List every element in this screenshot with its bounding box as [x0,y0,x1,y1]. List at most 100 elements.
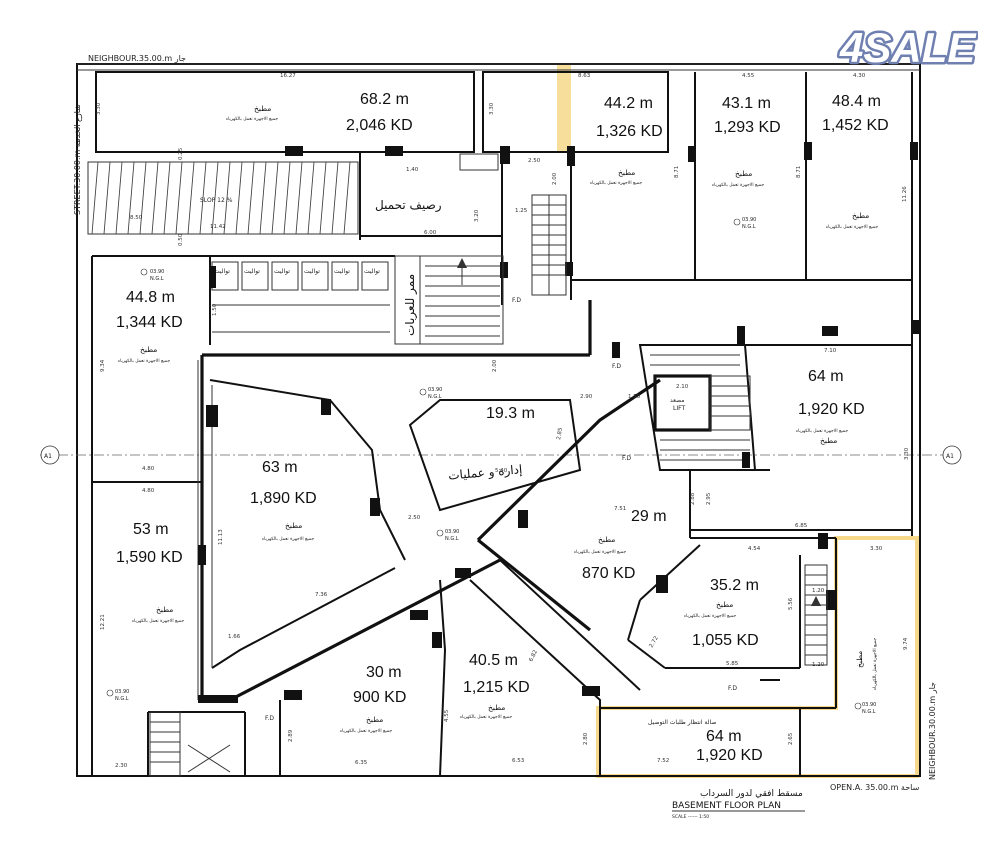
unit-8-price: 1,890 KD [250,490,317,507]
unit-9-note: جميع الاجهزة تعمل بالكهرباء [132,618,184,624]
ngl-1: N.G.L [150,276,164,282]
fd-4: F.D [265,715,274,722]
unit-3-kitchen: مطبخ [735,169,752,178]
site-border [76,63,921,777]
dim-871-b: 8.71 [796,166,802,178]
dim-974: 9.74 [903,637,909,650]
unit-14-area: 64 m [706,728,742,745]
unit-11-area: 35.2 m [710,577,759,594]
brand-logo-text: 4SALE [839,24,977,70]
unit-6-area: 64 m [808,368,844,385]
axis-label-right: A1 [946,453,954,460]
lift-label-ar: مصعد [670,397,684,404]
dim-1221: 12.21 [100,614,106,630]
unit-5-price: 1,344 KD [116,314,183,331]
fd-3: F.D [622,455,631,462]
axis-label-left: A1 [44,453,52,460]
dim-455-b: 4.55 [444,709,450,722]
unit-4-price: 1,452 KD [822,117,889,134]
unit-4-area: 48.4 m [832,93,881,110]
dim-682: 6.82 [528,649,539,663]
dim-320: 3.20 [474,209,480,222]
ngl-level-4: 03.90 [742,217,756,223]
dim-200: 2.00 [552,172,558,185]
brand-logo: 4SALE [836,22,980,74]
ngl-level-6: 03.90 [862,702,876,708]
vehicle-corridor: ممر للعربات [394,255,504,345]
toilet-label-4: تواليت [304,268,320,275]
stair-right [804,564,828,666]
unit-9-kitchen: مطبخ [156,605,173,614]
dim-265: 2.65 [788,732,794,745]
unit-7-area: 19.3 m [486,405,535,422]
dim-600: 6.00 [424,230,437,236]
ngl-5: N.G.L [115,696,129,702]
ngl-6: N.G.L [862,709,876,715]
unit-13-kitchen: مطبخ [488,703,505,712]
unit-9-area: 53 m [133,521,169,538]
dim-585: 5.85 [726,661,739,667]
unit-9-price: 1,590 KD [116,549,183,566]
unit-8-kitchen: مطبخ [285,521,302,530]
unit-13-price: 1,215 KD [463,679,530,696]
dim-200-b: 2.00 [492,359,498,372]
unit-1-kitchen: مطبخ [254,104,271,113]
top-row-walls [95,71,920,345]
dim-288: 2.88 [690,492,696,505]
unit-13-note: جميع الاجهزة تعمل بالكهرباء [460,714,512,720]
dim-540: 5.40 [495,468,508,474]
unit-12-kitchen: مطبخ [366,715,383,724]
dim-230: 2.30 [115,763,128,769]
unit-11-kitchen: مطبخ [716,600,733,609]
stair-top [531,194,567,296]
fd-1: F.D [512,297,521,304]
unit-14-price: 1,920 KD [696,747,763,764]
dim-330-mid: 3.30 [489,102,495,115]
unit-4-note: جميع الاجهزة تعمل بالكهرباء [826,224,878,230]
unit-10-note: جميع الاجهزة تعمل بالكهرباء [574,549,626,555]
dim-166: 1.66 [228,634,241,640]
title-block: مسقط افقي لدور السرداب BASEMENT FLOOR PL… [672,789,805,820]
dim-150: 1.50 [212,303,218,316]
dim-635: 6.35 [355,760,368,766]
unit-labels: 68.2 m 2,046 KD مطبخ جميع الاجهزة تعمل ب… [116,91,889,764]
ngl-3: N.G.L [445,536,459,542]
dim-751: 7.51 [614,506,626,512]
dim-285: 2.85 [556,427,564,441]
toilets-row: تواليت تواليت تواليت تواليت تواليت توالي… [92,255,395,345]
ramp: SLOP 12 % [87,161,359,235]
dim-1627: 16.27 [280,73,296,79]
dim-280: 2.80 [583,732,589,745]
dimensions: 16.27 8.63 4.55 4.30 3.30 3.30 2.50 2.00… [96,73,910,769]
dim-120-a: 1.20 [812,588,825,594]
dim-934: 9.34 [100,359,106,372]
dim-736: 7.36 [315,592,328,598]
unit-3-price: 1,293 KD [714,119,781,136]
dim-289: 2.89 [288,729,294,742]
plan-title-english: BASEMENT FLOOR PLAN [672,801,781,811]
dim-455: 4.55 [742,73,755,79]
loading-dock: رصيف تحميل [359,152,502,240]
unit-5-area: 44.8 m [126,289,175,306]
unit-1-area: 68.2 m [360,91,409,108]
waiting-hall-label: صالة انتظار طلبات التوصيل [648,719,716,726]
dim-480-a: 4.80 [142,466,155,472]
unit-1-note: جميع الاجهزة تعمل بالكهرباء [226,116,278,122]
dim-290: 2.90 [580,394,593,400]
unit-6-price: 1,920 KD [798,401,865,418]
border-top-label: NEIGHBOUR.35.00.m جار [88,54,186,63]
plan-scale: SCALE ------ 1:50 [672,814,709,820]
dim-150b: 1.50 [628,394,641,400]
unit-5-note: جميع الاجهزة تعمل بالكهرباء [118,358,170,364]
lift-core: مصعد LIFT [612,326,757,471]
dim-556: 5.56 [788,597,794,610]
dim-752: 7.52 [657,758,669,764]
dim-140: 1.40 [406,167,419,173]
dim-025: 0.25 [178,147,184,160]
dim-272: 2.72 [649,635,660,649]
unit-14-kitchen: مطبخ [855,651,864,668]
central-corridor [229,378,661,777]
unit-1-price: 2,046 KD [346,117,413,134]
unit-6-note: جميع الاجهزة تعمل بالكهرباء [796,428,848,434]
